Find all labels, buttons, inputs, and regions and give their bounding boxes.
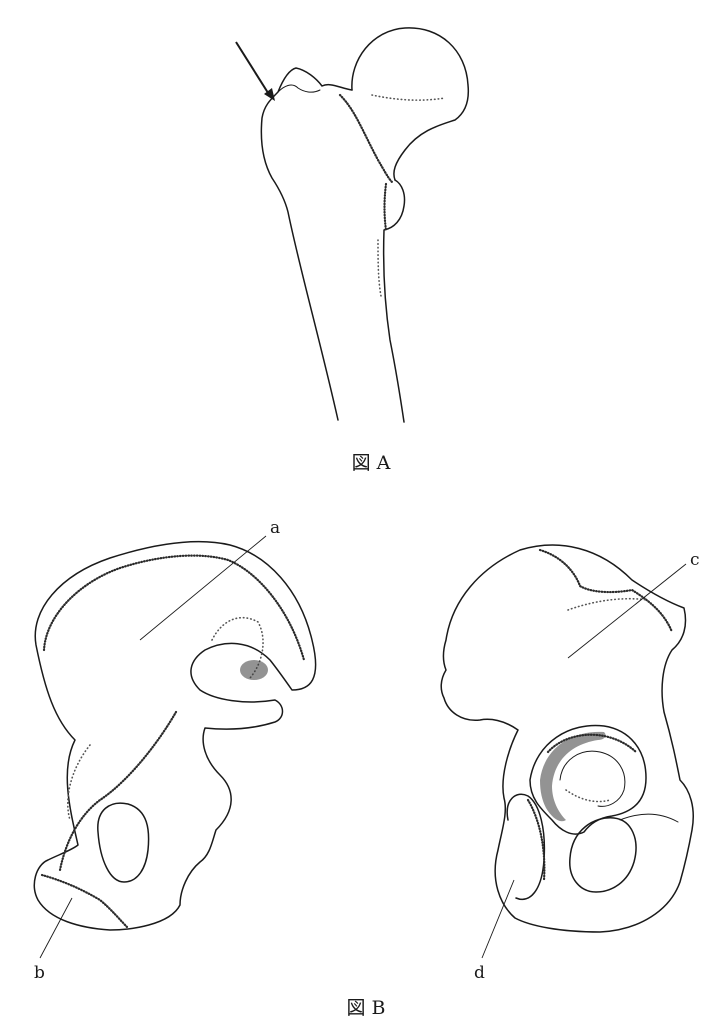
shaft-shade [377,239,382,297]
gluteal-line-stipple [567,597,649,611]
hip-bone-medial-view [33,535,317,959]
hip-bone-left-outline [33,540,317,931]
femoral-neck-line [338,93,394,184]
leader-d [481,879,515,959]
leader-b [39,897,73,959]
iliac-crest-stipple-right [538,548,674,634]
ischial-tuberosity [506,793,546,901]
label-d: d [474,963,485,983]
greater-trochanter [260,67,353,421]
ischial-stipple [526,798,546,882]
femoral-head [351,27,470,181]
label-c: c [690,550,700,570]
obturator-foramen-right [569,817,637,893]
auricular-surface-shade [240,660,268,680]
acetabulum-shade-outer [540,731,606,822]
lunate-stipple [565,789,611,803]
arcuate-line-stipple [58,710,178,872]
figure-a-caption: 図 A [352,452,391,474]
leader-c [567,563,687,659]
acetabulum-rim [529,724,647,835]
pointer-arrow-shaft [235,41,271,97]
iliac-crest-stipple-left [42,554,306,662]
trochanter-tip [277,84,321,93]
label-a: a [270,518,280,538]
acetabulum-stipple [546,733,638,754]
lesser-trochanter-shade [383,182,388,232]
pubic-ramus-line [619,813,679,823]
femur-illustration [235,27,470,423]
iliac-fossa-stipple [211,616,264,679]
pointer-arrow-head [264,88,275,101]
inner-stipple [67,744,91,821]
leader-a [139,535,267,641]
obturator-foramen-left [97,802,150,883]
head-rim-stipple [371,94,446,101]
acetabulum-fossa [559,750,626,807]
label-b: b [34,963,45,983]
lesser-trochanter [382,179,406,423]
figure-b-caption: 図 B [346,997,385,1019]
hip-bone-lateral-view [440,544,694,959]
pubic-body-stipple [40,873,130,930]
hip-bone-right-outline [440,544,694,933]
